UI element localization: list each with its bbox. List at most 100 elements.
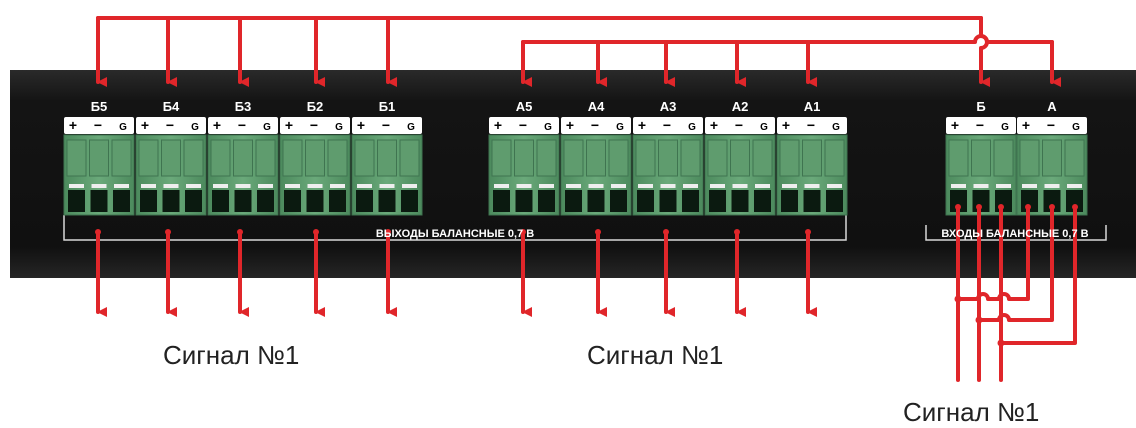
junction-dot <box>997 339 1005 347</box>
pin-label-plus: + <box>782 117 790 133</box>
terminal-slot <box>163 184 179 188</box>
terminal-label: А1 <box>804 99 821 114</box>
junction-dot <box>954 295 962 303</box>
terminal-slot <box>494 184 509 188</box>
terminal-opening <box>257 190 274 212</box>
terminal-channel <box>491 139 512 177</box>
pin-label-plus: + <box>285 117 293 133</box>
terminal-slot <box>804 184 820 188</box>
terminal-block-output: А3 + − G <box>632 99 704 216</box>
cross-lead <box>999 205 1077 345</box>
terminal-opening <box>781 190 798 212</box>
cross-lead <box>956 205 1030 301</box>
terminal-label: Б3 <box>235 99 252 114</box>
terminal-opening <box>995 190 1012 212</box>
terminal-slot <box>710 184 725 188</box>
terminal-opening <box>709 190 726 212</box>
terminal-slot <box>141 184 156 188</box>
pin-label-minus: − <box>238 117 246 133</box>
terminal-channel <box>183 139 204 177</box>
terminal-opening <box>610 190 627 212</box>
signal-caption-middle: Сигнал №1 <box>587 340 724 370</box>
terminal-label: А5 <box>516 99 533 114</box>
terminal-opening <box>113 190 130 212</box>
pin-label-strip <box>777 117 847 134</box>
terminal-label: Б4 <box>163 99 180 114</box>
terminal-slot <box>996 184 1011 188</box>
pin-label-ground: G <box>1072 122 1080 133</box>
terminal-slot <box>755 184 770 188</box>
terminal-channel <box>730 139 750 177</box>
terminal-opening <box>68 190 85 212</box>
terminal-opening <box>401 190 418 212</box>
terminal-block-output: А1+−G <box>776 99 848 216</box>
pin-label-minus: − <box>382 117 390 133</box>
pin-label-ground: G <box>407 122 415 133</box>
terminal-slot <box>91 184 107 188</box>
terminal-channel <box>161 139 181 177</box>
terminal-slot <box>114 184 129 188</box>
pin-label-minus: − <box>735 117 743 133</box>
terminal-slot <box>683 184 698 188</box>
terminal-dot <box>1049 204 1055 210</box>
terminal-channel <box>377 139 397 177</box>
terminal-label: А4 <box>588 99 605 114</box>
terminal-opening <box>162 190 180 212</box>
terminal-opening <box>754 190 771 212</box>
terminal-channel <box>1019 139 1040 177</box>
pin-label-strip <box>705 117 775 134</box>
pin-label-ground: G <box>335 122 343 133</box>
terminal-opening <box>212 190 229 212</box>
terminal-dot <box>976 204 982 210</box>
terminal-channel <box>824 139 845 177</box>
pin-label-strip <box>946 117 1016 134</box>
terminal-channel <box>707 139 728 177</box>
terminal-slot <box>588 184 604 188</box>
pin-label-minus: − <box>976 117 984 133</box>
terminal-slot <box>235 184 251 188</box>
terminal-channel <box>586 139 606 177</box>
terminal-dot <box>237 229 243 235</box>
terminal-slot <box>402 184 417 188</box>
terminal-channel <box>658 139 678 177</box>
terminal-opening <box>284 190 301 212</box>
terminal-channel <box>514 139 534 177</box>
terminal-block-input: А+−G <box>1016 99 1088 216</box>
terminal-block-output: А2+−G <box>704 99 776 216</box>
pin-label-plus: + <box>710 117 718 133</box>
pin-label-minus: − <box>663 117 671 133</box>
terminal-opening <box>731 190 749 212</box>
terminal-slot <box>611 184 626 188</box>
pin-label-minus: − <box>807 117 815 133</box>
terminal-channel <box>680 139 701 177</box>
pin-label-strip <box>136 117 206 134</box>
inputs-panel-label: ВХОДЫ БАЛАНСНЫЕ 0,7 В <box>941 228 1088 240</box>
terminal-opening <box>234 190 252 212</box>
pin-label-plus: + <box>141 117 149 133</box>
terminal-slot <box>782 184 797 188</box>
terminal-dot <box>1072 204 1078 210</box>
terminal-opening <box>1043 190 1061 212</box>
terminal-opening <box>90 190 108 212</box>
terminal-dot <box>95 229 101 235</box>
terminal-label: А3 <box>660 99 677 114</box>
terminal-block-output: Б2+−G <box>279 99 351 216</box>
pin-label-ground: G <box>688 122 696 133</box>
cross-lead <box>977 205 1054 322</box>
terminal-channel <box>563 139 584 177</box>
terminal-opening <box>659 190 677 212</box>
pin-label-ground: G <box>544 122 552 133</box>
pin-label-minus: − <box>591 117 599 133</box>
pin-label-plus: + <box>69 117 77 133</box>
terminal-opening <box>950 190 967 212</box>
terminal-channel <box>536 139 557 177</box>
terminal-channel <box>354 139 375 177</box>
terminal-slot <box>1022 184 1037 188</box>
terminal-opening <box>1066 190 1083 212</box>
pin-label-plus: + <box>638 117 646 133</box>
terminal-block-output: Б5+−G <box>63 99 135 216</box>
terminal-channel <box>233 139 253 177</box>
terminal-slot <box>827 184 842 188</box>
terminal-channel <box>635 139 656 177</box>
terminal-slot <box>566 184 581 188</box>
